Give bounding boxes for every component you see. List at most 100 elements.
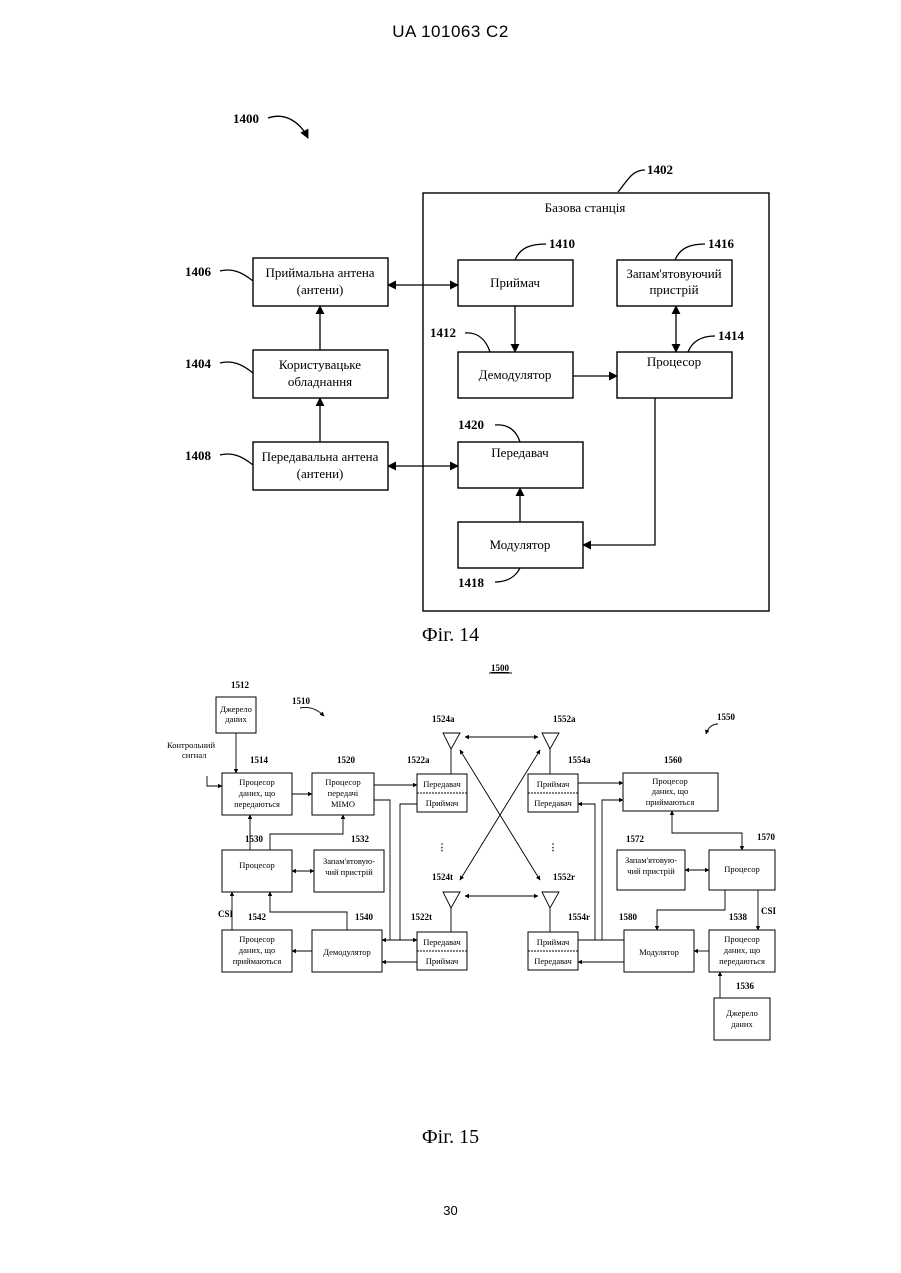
- antenna-rx-a-icon: [542, 733, 559, 749]
- rcvr-a-ref: 1554a: [568, 755, 591, 765]
- tx-system-arrow: [300, 707, 324, 716]
- tx-data-proc-right-ref: 1538: [729, 912, 748, 922]
- receive-antenna-line1: Приймальна антена: [265, 265, 374, 280]
- antenna-tx-a-ref: 1524a: [432, 714, 455, 724]
- rcvr-a-bottom: Передавач: [534, 798, 572, 808]
- demodulator-left-label: Демодулятор: [323, 947, 371, 957]
- transmit-antenna-line2: (антени): [297, 466, 344, 481]
- rcvr-a-top: Приймач: [537, 779, 570, 789]
- receiver-label: Приймач: [490, 275, 540, 290]
- tx-mimo-proc-ref: 1520: [337, 755, 356, 765]
- transmit-antenna-line1: Передавальна антена: [262, 449, 379, 464]
- control-signal-line1: Контрольний: [167, 740, 215, 750]
- proc-right-to-mod-arrow: [657, 890, 725, 930]
- antenna-tx-t-icon: [443, 892, 460, 908]
- control-signal-arrow: [207, 776, 222, 786]
- antenna-tx-t-ref: 1524t: [432, 872, 453, 882]
- modulator-right-label: Модулятор: [639, 947, 679, 957]
- demodulator-left-ref: 1540: [355, 912, 374, 922]
- rx-data-proc-left-line2: даних, що: [239, 945, 276, 955]
- figure-15: 1500 1510 1550 Джерело даних 1512 Контро…: [167, 663, 777, 1040]
- modulator-right-ref: 1580: [619, 912, 638, 922]
- tmtr-a-ref: 1522a: [407, 755, 430, 765]
- memory-right-ref: 1572: [626, 834, 645, 844]
- rx-data-proc-left-ref: 1542: [248, 912, 267, 922]
- memory-left-line1: Запам'ятовую-: [323, 856, 375, 866]
- processor-ref: 1414: [718, 328, 745, 343]
- processor-right-label: Процесор: [724, 864, 759, 874]
- tx-mimo-proc-line2: передачі: [328, 788, 359, 798]
- transmit-antenna-leader: [220, 454, 253, 465]
- memory-left-ref: 1532: [351, 834, 370, 844]
- rx-data-proc-right-line3: приймаються: [646, 797, 695, 807]
- tmtr-t-top: Передавач: [423, 937, 461, 947]
- user-equipment-ref: 1404: [185, 356, 212, 371]
- rx-data-proc-left-line1: Процесор: [239, 934, 274, 944]
- rcvr-r-top: Приймач: [537, 937, 570, 947]
- memory-ref: 1416: [708, 236, 735, 251]
- data-source-left-line1: Джерело: [220, 704, 252, 714]
- base-station-ref: 1402: [647, 162, 673, 177]
- rx-system-arrow: [706, 724, 718, 734]
- rx-system-ref: 1550: [717, 712, 736, 722]
- memory-line1: Запам'ятовуючий: [626, 266, 721, 281]
- fig15-ref-main: 1500: [491, 663, 510, 673]
- page-number: 30: [0, 1203, 901, 1218]
- antenna-rx-r-icon: [542, 892, 559, 908]
- modulator-label: Модулятор: [490, 537, 551, 552]
- rx-data-proc-right-ref: 1560: [664, 755, 683, 765]
- tmtr-a-bottom: Приймач: [426, 798, 459, 808]
- tmtr-t-bottom: Приймач: [426, 956, 459, 966]
- tx-data-proc-left-line1: Процесор: [239, 777, 274, 787]
- processor-label: Процесор: [647, 354, 701, 369]
- transmit-antenna-ref: 1408: [185, 448, 212, 463]
- fig15-caption: Фіг. 15: [0, 1126, 901, 1149]
- base-station-label: Базова станція: [545, 200, 626, 215]
- memory-line2: пристрій: [649, 282, 698, 297]
- modulator-ref: 1418: [458, 575, 485, 590]
- processor-left-ref: 1530: [245, 834, 264, 844]
- processor-right-ref: 1570: [757, 832, 776, 842]
- tx-data-proc-left-ref: 1514: [250, 755, 269, 765]
- fig14-ref-arrow: [268, 116, 308, 138]
- figure-14: 1400 Базова станція 1402 Приймальна анте…: [185, 111, 769, 611]
- data-source-right-ref: 1536: [736, 981, 755, 991]
- base-station-leader: [618, 170, 645, 192]
- rcvr-r-bottom: Передавач: [534, 956, 572, 966]
- tx-dots: ⋮: [438, 842, 447, 852]
- tx-mimo-proc-line3: MIMO: [331, 799, 355, 809]
- antenna-tx-a-icon: [443, 733, 460, 749]
- transmitter-label: Передавач: [491, 445, 549, 460]
- csi-right-label: CSI: [761, 906, 777, 916]
- demodulator-ref: 1412: [430, 325, 456, 340]
- processor-left-label: Процесор: [239, 860, 274, 870]
- data-source-left-ref: 1512: [231, 680, 250, 690]
- tmtr-t-ref: 1522t: [411, 912, 432, 922]
- tx-data-proc-right-line2: даних, що: [724, 945, 761, 955]
- rx-data-proc-left-line3: приймаються: [233, 956, 282, 966]
- fig14-caption: Фіг. 14: [0, 624, 901, 647]
- memory-left-line2: чий пристрій: [325, 867, 373, 877]
- tx-data-proc-right-line1: Процесор: [724, 934, 759, 944]
- memory-right-line2: чий пристрій: [627, 866, 675, 876]
- tx-mimo-proc-line1: Процесор: [325, 777, 360, 787]
- receiver-ref: 1410: [549, 236, 575, 251]
- tx-system-ref: 1510: [292, 696, 311, 706]
- proc-to-mimo-arrow: [270, 815, 343, 850]
- csi-left-label: CSI: [218, 909, 234, 919]
- receive-antenna-line2: (антени): [297, 282, 344, 297]
- rx-dots: ⋮: [549, 842, 558, 852]
- user-equipment-leader: [220, 362, 253, 373]
- transmitter-ref: 1420: [458, 417, 484, 432]
- tx-data-proc-left-line3: передаються: [234, 799, 280, 809]
- receive-antenna-leader: [220, 270, 253, 281]
- antenna-rx-a-ref: 1552a: [553, 714, 576, 724]
- control-signal-line2: сигнал: [182, 750, 207, 760]
- antenna-rx-r-ref: 1552r: [553, 872, 575, 882]
- data-source-right-line1: Джерело: [726, 1008, 758, 1018]
- demod-to-proc-left-arrow: [270, 892, 347, 930]
- user-equipment-line1: Користувацьке: [279, 357, 361, 372]
- rcvr-r-ref: 1554r: [568, 912, 590, 922]
- data-source-right-line2: даних: [731, 1019, 753, 1029]
- demodulator-label: Демодулятор: [479, 367, 552, 382]
